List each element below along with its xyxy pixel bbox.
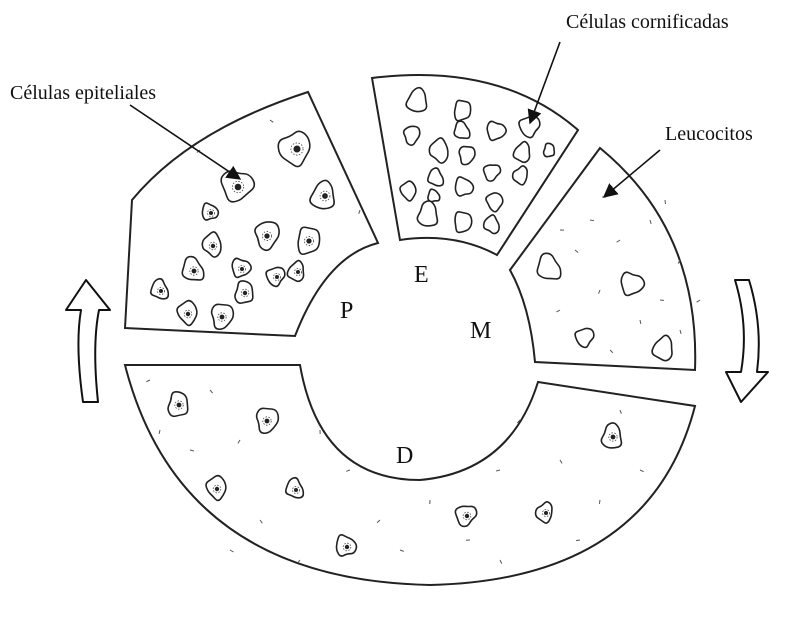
cell-nucleus — [159, 289, 163, 293]
cell-nucleus — [186, 312, 190, 316]
cell-nucleus — [544, 511, 548, 515]
cornified-cell — [544, 143, 555, 156]
cycle-arrow-right-down — [726, 280, 768, 402]
cell-nucleus — [265, 419, 270, 424]
diestrus-sector — [125, 365, 695, 585]
leukocyte-speck — [230, 550, 233, 552]
cell-nucleus — [322, 193, 328, 199]
cell-nucleus — [294, 488, 298, 492]
cell-nucleus — [240, 267, 244, 271]
cell-nucleus — [465, 514, 469, 518]
cell-nucleus — [215, 487, 219, 491]
cell-nucleus — [235, 184, 242, 191]
stage-label-m: M — [470, 318, 491, 344]
cell-nucleus — [243, 291, 247, 295]
cell-nucleus — [306, 238, 311, 243]
leukocyte-speck — [697, 300, 700, 302]
cornified-cell — [455, 100, 471, 120]
leukocyte-speck — [590, 220, 594, 221]
cell-nucleus — [264, 233, 269, 238]
cell-nucleus — [611, 435, 616, 440]
cornified-cell — [455, 212, 472, 233]
label-cornified-cells: Células cornificadas — [566, 11, 729, 33]
cell-nucleus — [296, 270, 300, 274]
leukocyte-speck — [599, 500, 600, 504]
cell-nucleus — [192, 269, 197, 274]
cell-nucleus — [293, 145, 300, 152]
cell-nucleus — [177, 403, 182, 408]
label-epithelial-cells: Células epiteliales — [10, 82, 156, 104]
stage-label-d: D — [396, 443, 413, 469]
cell-nucleus — [211, 244, 215, 248]
leukocyte-speck — [576, 540, 580, 541]
stage-label-e: E — [414, 262, 429, 288]
cell-nucleus — [345, 545, 349, 549]
label-leukocytes: Leucocitos — [665, 123, 753, 145]
cell-nucleus — [220, 315, 225, 320]
cell-nucleus — [209, 211, 213, 215]
cell-nucleus — [275, 275, 279, 279]
cycle-arrow-left-up — [66, 280, 110, 402]
stage-label-p: P — [340, 298, 353, 324]
